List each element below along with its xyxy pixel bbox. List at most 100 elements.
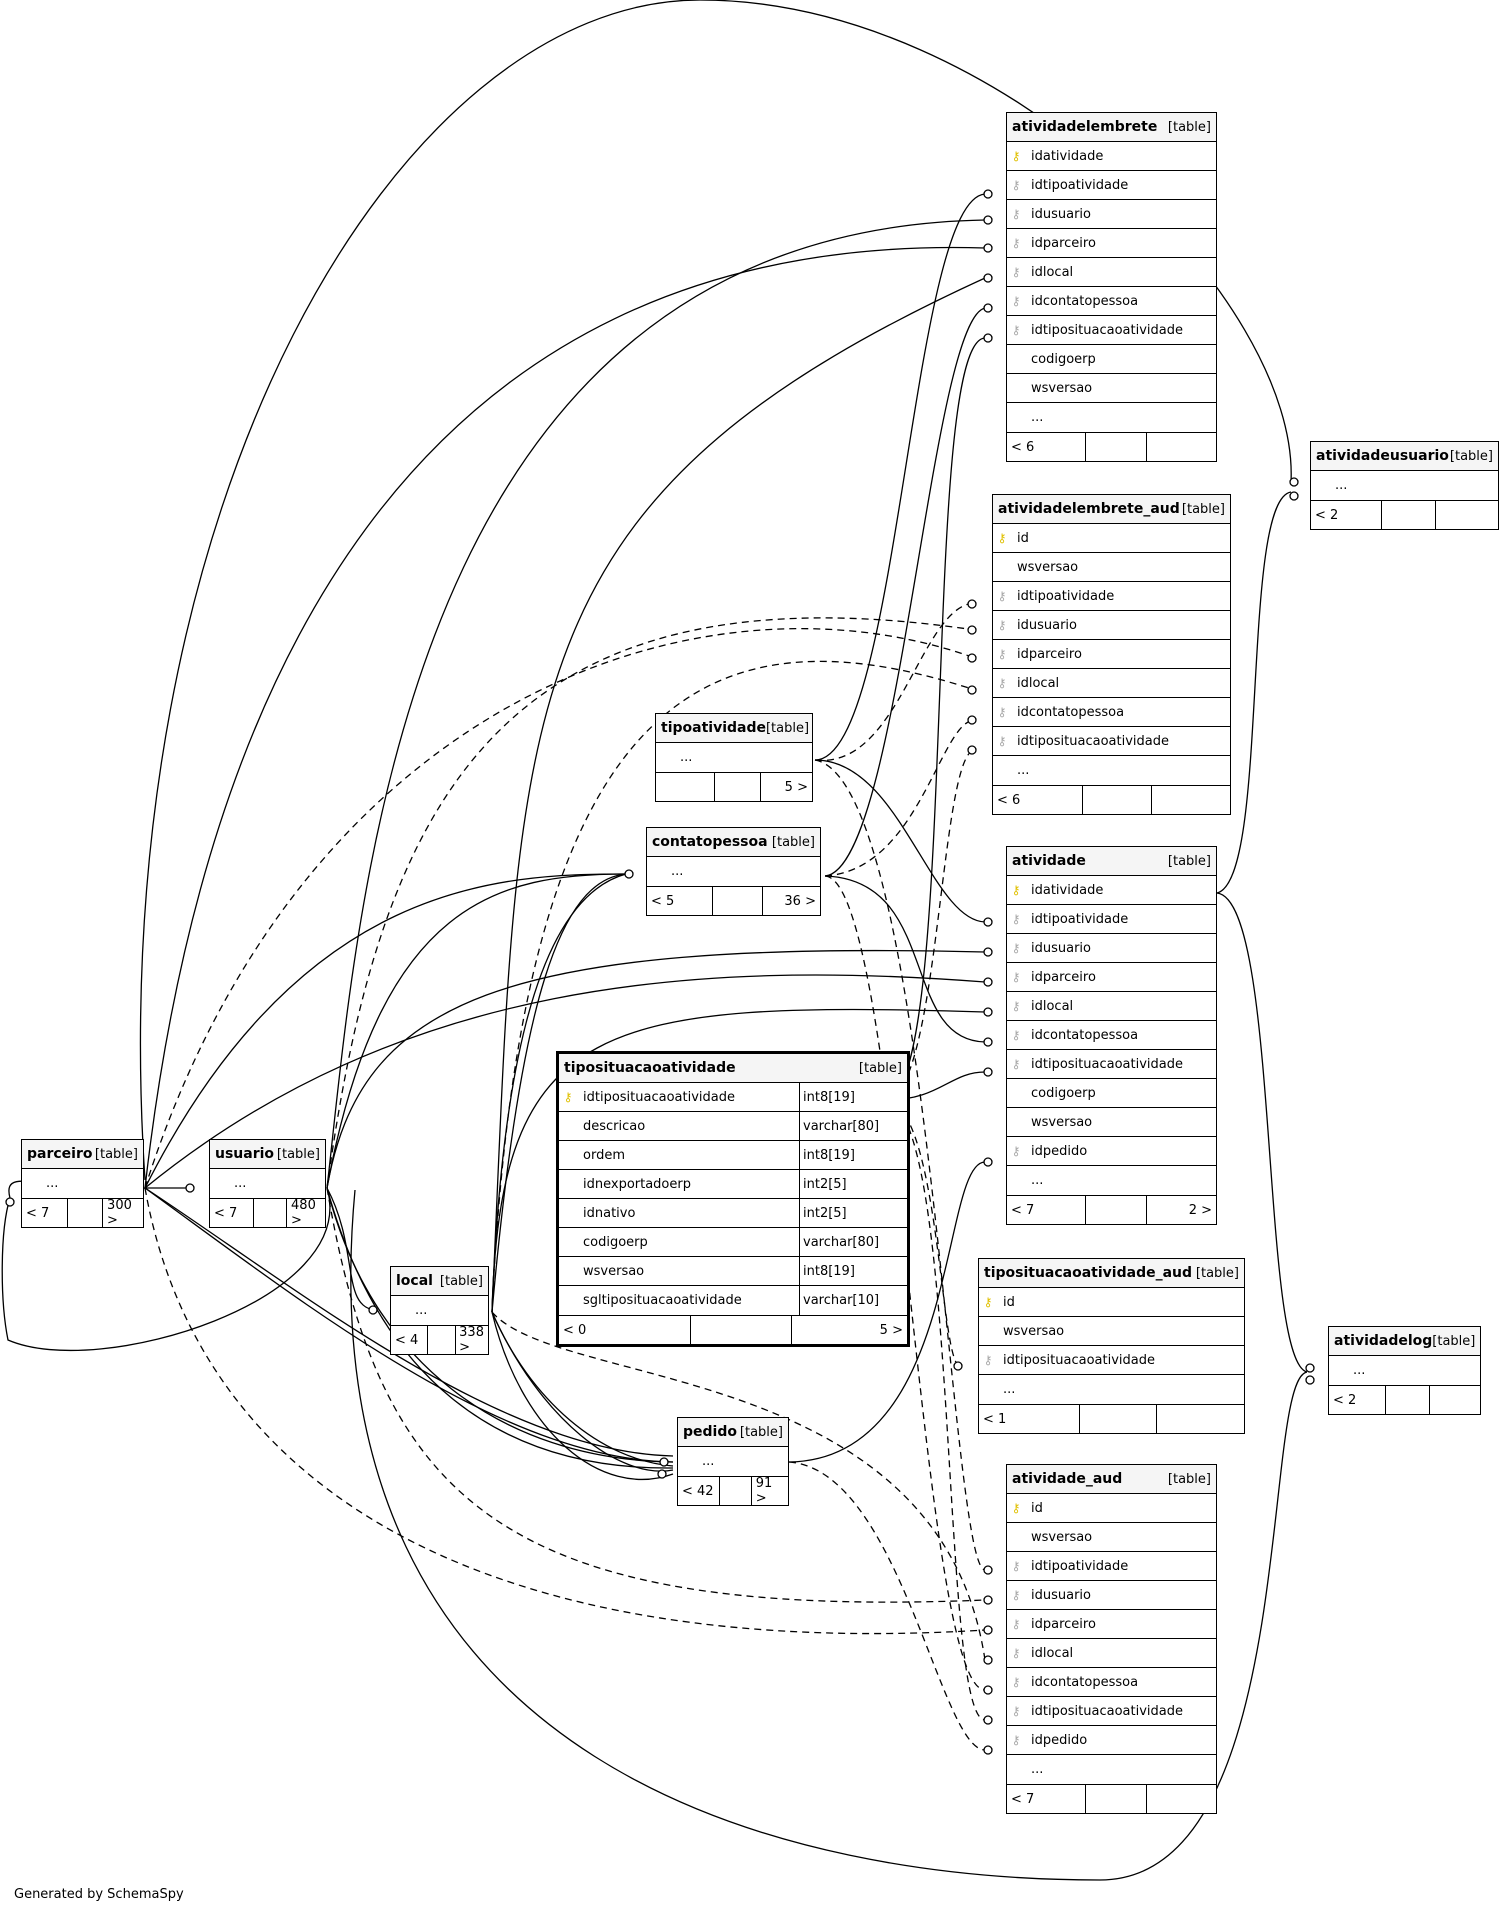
table-type: [table] bbox=[858, 1060, 902, 1076]
column-row[interactable]: ⚷idpedido bbox=[1007, 1726, 1216, 1755]
edge-pedido-parceiro bbox=[144, 1187, 674, 1463]
column-row[interactable]: ⚷id bbox=[993, 524, 1230, 553]
column-row[interactable]: ... bbox=[1007, 1166, 1216, 1195]
column-row[interactable]: ... bbox=[979, 1375, 1244, 1404]
column-name: ... bbox=[234, 1176, 247, 1191]
column-row[interactable]: ⚷idatividade bbox=[1007, 142, 1216, 171]
column-row[interactable]: ⚷idcontatopessoa bbox=[1007, 1021, 1216, 1050]
table-footer: < 1 bbox=[979, 1404, 1244, 1433]
column-row[interactable]: ... bbox=[1329, 1356, 1480, 1385]
column-row[interactable]: ⚷idusuario bbox=[1007, 200, 1216, 229]
column-row[interactable]: ... bbox=[656, 743, 812, 772]
column-row[interactable]: ⚷idusuario bbox=[993, 611, 1230, 640]
column-row[interactable]: ⚷idatividade bbox=[1007, 876, 1216, 905]
column-row[interactable]: ⚷idparceiro bbox=[1007, 229, 1216, 258]
column-name: idtipoatividade bbox=[1031, 911, 1129, 927]
column-row[interactable]: ⚷idcontatopessoa bbox=[1007, 1668, 1216, 1697]
column-row[interactable]: ⚷idparceiro bbox=[993, 640, 1230, 669]
table-name: atividadeusuario bbox=[1316, 448, 1449, 464]
column-row[interactable]: ... bbox=[391, 1296, 488, 1325]
column-row[interactable]: ⚷idusuario bbox=[1007, 1581, 1216, 1610]
column-row[interactable]: ... bbox=[647, 857, 820, 886]
table-atividade[interactable]: atividade[table] ⚷idatividade⚷idtipoativ… bbox=[1006, 846, 1217, 1225]
column-row[interactable]: ⚷idtipoatividade bbox=[1007, 171, 1216, 200]
column-row[interactable]: ⚷idusuario bbox=[1007, 934, 1216, 963]
foreign-key-icon: ⚷ bbox=[997, 734, 1007, 748]
column-row[interactable]: ... bbox=[993, 756, 1230, 785]
column-row[interactable]: ⚷idcontatopessoa bbox=[993, 698, 1230, 727]
column-row[interactable]: ... bbox=[1311, 471, 1498, 500]
edge-atividade-parceiro bbox=[144, 974, 986, 1189]
column-row[interactable]: ⚷idtiposituacaoatividade bbox=[993, 727, 1230, 756]
column-row[interactable]: ⚷idlocal bbox=[1007, 1639, 1216, 1668]
column-row[interactable]: wsversao bbox=[979, 1317, 1244, 1346]
table-header: usuario[table] bbox=[210, 1140, 325, 1169]
column-row[interactable]: wsversao bbox=[1007, 1108, 1216, 1137]
column-row[interactable]: ⚷id bbox=[1007, 1494, 1216, 1523]
foreign-key-icon: ⚷ bbox=[1011, 1733, 1021, 1747]
table-atividadelog[interactable]: atividadelog[table] ... < 2 bbox=[1328, 1326, 1481, 1415]
column-row[interactable]: ... bbox=[1007, 403, 1216, 432]
column-row[interactable]: ⚷idtipoatividade bbox=[1007, 905, 1216, 934]
footer-cell bbox=[713, 887, 763, 915]
column-name: idlocal bbox=[1031, 264, 1074, 280]
column-row[interactable]: ⚷idparceiro bbox=[1007, 1610, 1216, 1639]
column-row[interactable]: ... bbox=[22, 1169, 143, 1198]
column-type: varchar[10] bbox=[799, 1286, 907, 1315]
column-row[interactable]: ⚷idlocal bbox=[1007, 258, 1216, 287]
column-row[interactable]: ⚷idlocal bbox=[993, 669, 1230, 698]
column-name: idcontatopessoa bbox=[1031, 1027, 1139, 1043]
column-row[interactable]: ⚷idtipoatividade bbox=[1007, 1552, 1216, 1581]
column-row[interactable]: ⚷idtipoatividade bbox=[993, 582, 1230, 611]
column-row[interactable]: ⚷idparceiro bbox=[1007, 963, 1216, 992]
foreign-key-icon: ⚷ bbox=[1011, 1057, 1021, 1071]
table-atividadelembrete[interactable]: atividadelembrete[table] ⚷idatividade⚷id… bbox=[1006, 112, 1217, 462]
column-row[interactable]: wsversao bbox=[993, 553, 1230, 582]
column-row[interactable]: ⚷idtiposituacaoatividade bbox=[1007, 316, 1216, 345]
column-row[interactable]: ⚷id bbox=[979, 1288, 1244, 1317]
column-row[interactable]: ⚷idtiposituacaoatividade bbox=[979, 1346, 1244, 1375]
column-row[interactable]: ... bbox=[678, 1447, 788, 1476]
column-row[interactable]: wsversao bbox=[1007, 1523, 1216, 1552]
table-atividadeusuario[interactable]: atividadeusuario[table] ... < 2 bbox=[1310, 441, 1499, 530]
edge-lembreteaud-parceiro bbox=[144, 627, 976, 1189]
column-row[interactable]: codigoerp bbox=[1007, 1079, 1216, 1108]
column-row[interactable]: ⚷idpedido bbox=[1007, 1137, 1216, 1166]
column-list: ⚷idatividade⚷idtipoatividade⚷idusuario⚷i… bbox=[1007, 876, 1216, 1195]
parent-count: < 1 bbox=[979, 1405, 1080, 1433]
edge-atvaud-pedido bbox=[788, 1461, 986, 1751]
column-row[interactable]: ... bbox=[1007, 1755, 1216, 1784]
column-row[interactable]: ... bbox=[210, 1169, 325, 1198]
column-name: idusuario bbox=[1031, 940, 1091, 956]
column-row[interactable]: ⚷idtiposituacaoatividade bbox=[1007, 1697, 1216, 1726]
column-row[interactable]: codigoerp bbox=[1007, 345, 1216, 374]
table-tipoatividade[interactable]: tipoatividade[table] ... 5 > bbox=[655, 713, 813, 802]
column-type: varchar[80] bbox=[799, 1228, 907, 1256]
column-row[interactable]: ⚷idlocal bbox=[1007, 992, 1216, 1021]
edge-local-usuario bbox=[326, 1187, 379, 1311]
edge-lembreteaud-tipo bbox=[814, 602, 976, 761]
column-row[interactable]: ⚷idcontatopessoa bbox=[1007, 287, 1216, 316]
table-type: [table] bbox=[1449, 448, 1493, 464]
column-row[interactable]: ⚷idtiposituacaoatividade bbox=[1007, 1050, 1216, 1079]
table-tiposituacaoatividade[interactable]: tiposituacaoatividade[table] ⚷idtipositu… bbox=[556, 1051, 910, 1347]
column-row[interactable]: wsversao bbox=[1007, 374, 1216, 403]
